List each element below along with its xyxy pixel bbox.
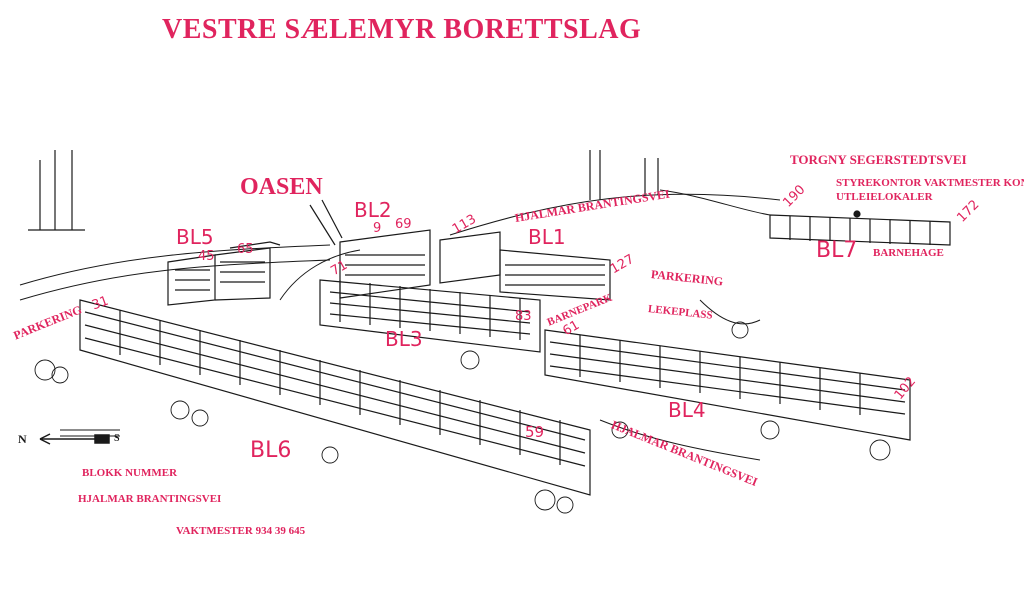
barnehage-label: BARNEHAGE — [873, 247, 944, 259]
page-title: VESTRE SÆLEMYR BORETTSLAG — [162, 14, 642, 45]
block-bl1: BL1 — [528, 225, 566, 249]
house-number-69: 69 — [395, 217, 412, 232]
block-bl3: BL3 — [385, 327, 423, 351]
building-bl2 — [339, 229, 501, 299]
house-number-83: 83 — [515, 309, 532, 324]
house-number-59: 59 — [525, 423, 545, 441]
house-number-65: 65 — [237, 242, 254, 257]
house-number-9: 9 — [373, 221, 382, 236]
legend-street: HJALMAR BRANTINGSVEI — [78, 493, 222, 505]
legend-vaktmester: VAKTMESTER 934 39 645 — [176, 525, 306, 537]
building-bl5 — [167, 241, 281, 306]
styrekontor-label: STYREKONTOR VAKTMESTER KONTOR — [836, 177, 1024, 189]
legend-blokk-nummer: BLOKK NUMMER — [82, 467, 178, 479]
building-bl1 — [499, 249, 611, 301]
road-lines — [19, 189, 781, 461]
oasen-label: OASEN — [240, 174, 323, 200]
torgny-street-label: TORGNY SEGERSTEDTSVEI — [790, 152, 967, 167]
block-bl2: BL2 — [354, 198, 392, 222]
block-bl7: BL7 — [816, 238, 858, 263]
background-towers — [28, 150, 659, 231]
block-bl4: BL4 — [668, 398, 706, 422]
house-number-45: 45 — [198, 249, 215, 264]
styrekontor-marker — [853, 210, 861, 218]
building-bl6 — [79, 299, 591, 496]
trees — [34, 321, 891, 514]
utleie-label: UTLEIELOKALER — [836, 191, 933, 203]
building-bl7 — [769, 214, 951, 246]
building-bl4 — [544, 329, 911, 441]
oasen-arrow — [309, 199, 343, 246]
block-bl6: BL6 — [250, 438, 292, 463]
block-bl5: BL5 — [176, 225, 214, 249]
compass-arrow — [39, 433, 110, 445]
building-bl3 — [319, 279, 541, 353]
compass-south: S — [114, 433, 120, 444]
compass-north: N — [18, 432, 27, 446]
